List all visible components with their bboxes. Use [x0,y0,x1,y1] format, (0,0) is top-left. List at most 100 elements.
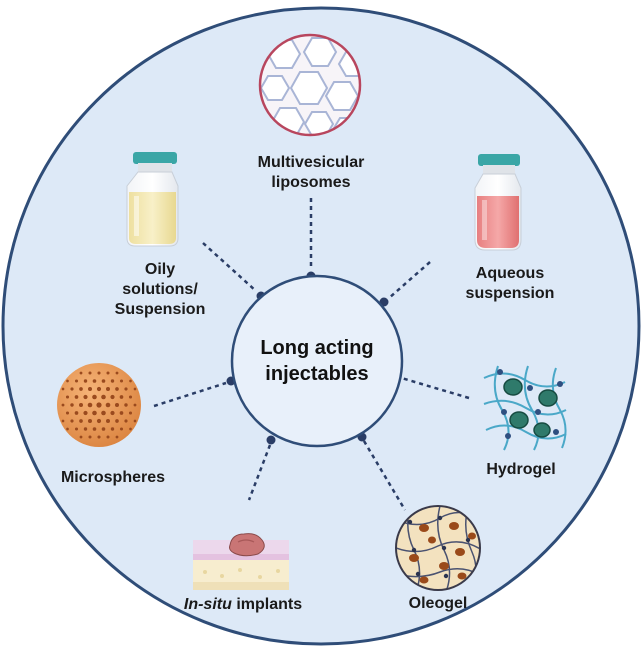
label-oily-line2: solutions/ [122,281,198,298]
microsphere-pore [83,394,88,400]
microsphere-pore [65,395,70,399]
microsphere-pore [119,427,124,431]
label-oleogel: Oleogel [408,595,468,612]
microsphere-pore [79,435,83,439]
microsphere-pore [87,402,93,408]
microsphere-pore [119,379,124,383]
microsphere-pore [115,419,119,423]
microsphere-pore [66,427,69,431]
microsphere-pore [133,419,137,423]
microsphere-pore [101,379,106,383]
label-multivesicular-line2: liposomes [271,174,351,191]
label-insitu: In-situ implants [170,595,316,615]
label-microspheres: Microspheres [60,469,166,486]
center-circle [230,274,404,448]
microsphere-pore [128,395,133,399]
microsphere-pore [79,387,83,391]
microsphere-pore [101,394,106,400]
microsphere-pore [110,427,115,431]
microsphere-pore [70,419,74,423]
microsphere-pore [66,379,69,383]
microsphere-icon [57,363,141,447]
connector-insitu [247,444,272,501]
microsphere-pore [101,410,106,416]
microsphere-pore [110,379,115,383]
microsphere-pore [74,379,79,383]
microsphere-pore [115,435,119,439]
microsphere-pore [74,427,79,431]
microsphere-pore [97,435,101,439]
label-aqueous: Aqueous suspension [445,264,575,304]
label-multivesicular: Multivesicular liposomes [236,153,386,193]
microsphere-pore [83,427,88,431]
connector-oily [202,242,257,292]
microsphere-pore [106,435,110,439]
connector-oleogel [362,440,407,511]
microsphere-pore [129,427,132,431]
microsphere-pore [79,419,83,423]
microsphere-pore [92,410,97,416]
microsphere-pore [88,371,92,375]
microsphere-pore [87,386,93,392]
center-label-line2: injectables [265,363,369,385]
microsphere-pore [70,403,74,407]
yellow-vial-icon [126,152,179,247]
microsphere-pore [110,410,115,416]
microsphere-pore [83,410,88,416]
microsphere-pore [97,371,101,375]
microsphere-pore [129,379,132,383]
microsphere-pore [110,394,115,400]
microsphere-pore [87,418,93,424]
microsphere-pore [61,387,65,391]
microsphere-pore [92,394,97,400]
microsphere-pore [96,402,102,408]
microsphere-pore [96,418,102,424]
microsphere-pore [101,427,106,431]
microsphere-pore [124,403,128,407]
microsphere-pore [124,387,128,391]
microsphere-pore [78,402,84,408]
microsphere-pore [61,403,65,407]
microsphere-pore [83,379,88,383]
label-multivesicular-line1: Multivesicular [257,154,365,171]
label-oily: Oily solutions/ Suspension [95,260,225,320]
label-aqueous-line1: Aqueous [475,265,545,282]
microsphere-pore [124,419,128,423]
microsphere-pore [61,419,65,423]
microsphere-pore [133,403,137,407]
microsphere-pore [74,395,79,399]
microsphere-pore [96,386,102,392]
microsphere-pore [115,371,119,375]
microsphere-pore [105,386,111,392]
microsphere-pore [70,387,74,391]
center-label-line1: Long acting [260,337,374,359]
microsphere-pore [74,411,79,415]
microsphere-pore [114,402,120,408]
label-insitu-rest: implants [231,596,303,613]
pink-vial-icon [474,154,522,251]
connectors [153,198,470,511]
label-oily-line3: Suspension [114,301,206,318]
microsphere-pore [65,411,70,415]
microsphere-pore [88,435,92,439]
label-insitu-italic: In-situ [183,596,232,613]
center-label: Long acting injectables [232,335,402,387]
microsphere-pore [115,387,119,391]
microsphere-pore [119,395,124,399]
microsphere-pore [133,387,137,391]
oleogel-icon [395,505,481,591]
microsphere-pore [105,402,111,408]
microsphere-pore [119,411,124,415]
hydrogel-network-icon [483,365,567,451]
label-oily-line1: Oily [144,261,176,278]
label-aqueous-line2: suspension [465,285,555,302]
microsphere-pore [79,371,83,375]
microsphere-pore [106,371,110,375]
microsphere-pore [128,411,133,415]
label-hydrogel: Hydrogel [486,461,556,478]
tissue-implant-icon [193,533,289,590]
microsphere-pore [92,379,97,383]
microsphere-pore [92,427,97,431]
